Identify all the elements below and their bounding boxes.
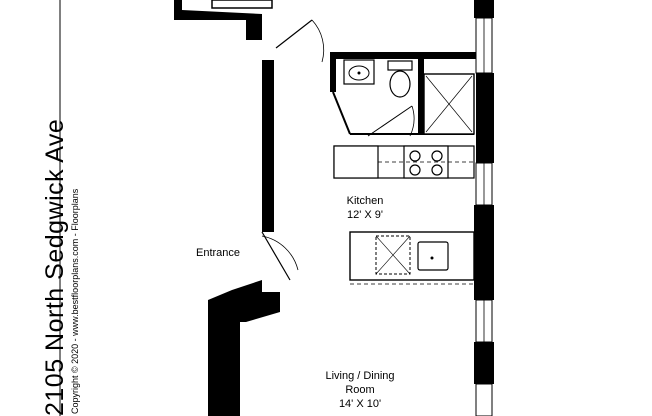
fridge — [333, 145, 379, 179]
living-name-2: Room — [345, 384, 375, 396]
bath-sink-drain — [357, 71, 361, 75]
kitchen-island — [349, 231, 475, 281]
wall-right-3 — [474, 205, 494, 300]
entrance-door-arc — [261, 235, 299, 271]
living-size: 14' X 10' — [338, 398, 382, 410]
burner-2 — [431, 150, 443, 162]
shower-x2 — [425, 75, 473, 133]
room-label-kitchen: Kitchen 12' X 9' — [330, 194, 400, 222]
room-label-entrance: Entrance — [186, 246, 250, 260]
burner-1 — [409, 150, 421, 162]
burner-3 — [409, 164, 421, 176]
entrance-name: Entrance — [195, 247, 241, 259]
entry-door-top-arc — [311, 19, 325, 63]
top-fixture — [211, 0, 273, 9]
kitchen-sink-drain — [430, 256, 434, 260]
dishwasher-x2 — [375, 235, 411, 275]
shower-wall — [418, 59, 424, 134]
toilet-bowl — [389, 70, 411, 98]
entrance-door — [261, 231, 291, 281]
entry-door-top — [275, 19, 313, 49]
wall-right-2 — [476, 73, 494, 163]
living-name: Living / Dining — [325, 370, 395, 382]
bath-wall-left — [330, 52, 336, 92]
bath-wall-diag — [332, 91, 351, 135]
toilet-tank — [387, 60, 413, 71]
bath-door-swing — [367, 105, 413, 137]
wall-upper-left — [174, 0, 274, 232]
wall-right-4 — [474, 342, 494, 384]
wall-right-1 — [474, 0, 494, 18]
kitchen-name: Kitchen — [346, 195, 384, 207]
bath-door-arc — [409, 105, 415, 137]
kitchen-size: 12' X 9' — [346, 209, 383, 221]
kitchen-sink — [417, 241, 449, 271]
wall-lower-left — [208, 280, 280, 416]
window-4 — [475, 383, 493, 416]
bath-wall-top — [330, 52, 476, 59]
room-label-living: Living / Dining Room 14' X 10' — [310, 369, 410, 411]
bath-sink-bowl — [348, 65, 370, 81]
burner-4 — [431, 164, 443, 176]
